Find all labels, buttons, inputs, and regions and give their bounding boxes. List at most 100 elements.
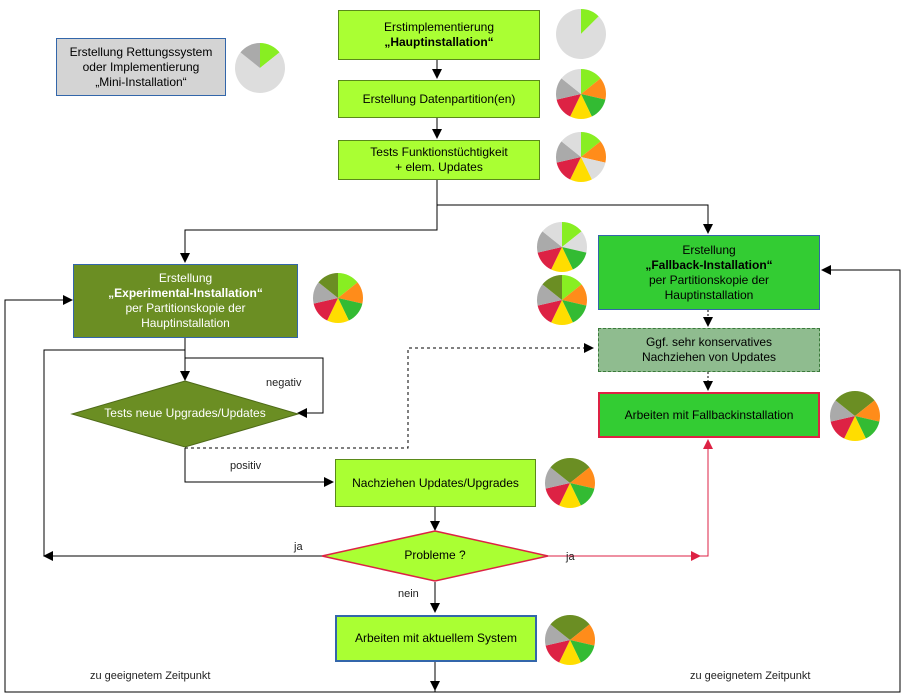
pie-slice	[562, 300, 587, 323]
pie-slice	[562, 275, 582, 300]
work-fallback-line1: Arbeiten mit Fallbackinstallation	[624, 407, 794, 422]
box-fallback: Erstellung „Fallback-Installation“ per P…	[598, 235, 820, 310]
pie-slice	[338, 273, 358, 298]
pie-slice	[537, 247, 562, 270]
pie-slice	[581, 157, 606, 180]
pie-slice	[551, 247, 573, 272]
pie-slice	[581, 132, 601, 157]
pie-slice	[581, 141, 606, 163]
progress-pie-icon	[830, 391, 880, 441]
rescue-line2: oder Implementierung	[82, 59, 200, 74]
progress-pie-icon	[556, 132, 606, 182]
pie-slice	[260, 43, 280, 68]
fallback-line2: „Fallback-Installation“	[645, 257, 773, 272]
pie-slice	[561, 69, 581, 94]
pie-slice	[581, 78, 606, 100]
pie-slice	[835, 391, 855, 416]
fallback-line1: Erstellung	[682, 242, 736, 257]
experimental-line1: Erstellung	[158, 271, 213, 285]
pie-slice	[545, 640, 570, 663]
pie-slice	[542, 222, 562, 247]
pie-slice	[581, 69, 601, 94]
fallback-line3: per Partitionskopie der	[648, 272, 770, 287]
progress-pie-icon	[556, 9, 606, 59]
box-experimental: Erstellung „Experimental-Installation“ p…	[73, 264, 298, 338]
pie-slice	[537, 231, 562, 253]
label-positiv: positiv	[230, 460, 262, 472]
conservative-line2: Nachziehen von Updates	[641, 350, 777, 364]
progress-pie-icon	[537, 222, 587, 272]
pie-slice	[556, 94, 581, 117]
arrow-dotted-to-conservative	[185, 343, 594, 449]
pie-slice	[561, 132, 581, 157]
pie-slice	[556, 141, 581, 163]
arrow-tests-split	[436, 180, 713, 234]
tests-function-line1: Tests Funktionstüchtigkeit	[370, 145, 508, 159]
box-work-current: Arbeiten mit aktuellem System	[335, 615, 537, 662]
label-nein: nein	[398, 588, 419, 600]
pie-slice	[570, 615, 590, 640]
pie-slice	[556, 157, 581, 180]
pie-slice	[545, 483, 570, 506]
progress-pie-icon	[313, 273, 363, 324]
fallback-line4: Hauptinstallation	[664, 287, 754, 302]
pie-slice	[537, 284, 562, 306]
experimental-line2: „Experimental-Installation“	[108, 286, 263, 300]
pie-slice	[570, 624, 595, 646]
pie-slice	[338, 282, 363, 304]
pull-updates-line1: Nachziehen Updates/Upgrades	[352, 475, 519, 490]
diamond-tests-new-label: Tests neue Upgrades/Updates	[104, 406, 266, 420]
pie-slice	[570, 458, 590, 483]
pie-slice	[830, 400, 855, 422]
box-rescue: Erstellung Rettungssystem oder Implement…	[56, 38, 226, 96]
label-time-left: zu geeignetem Zeitpunkt	[90, 670, 211, 682]
box-work-fallback: Arbeiten mit Fallbackinstallation	[598, 392, 820, 438]
pie-slice	[556, 78, 581, 100]
pie-slice	[570, 157, 592, 182]
diamond-problems	[321, 530, 549, 582]
pie-slice	[327, 298, 349, 324]
pie-slice	[545, 467, 570, 489]
pie-slice	[545, 624, 570, 646]
progress-pie-icon	[545, 615, 595, 665]
first-impl-line1: Erstimplementierung	[383, 20, 495, 34]
diamond-problems-label: Probleme ?	[404, 548, 466, 562]
conservative-line1: Ggf. sehr konservatives	[645, 335, 773, 349]
pie-slice	[559, 640, 581, 665]
pie-slice	[570, 640, 595, 663]
pie-slice	[570, 467, 595, 489]
pie-slice	[855, 400, 880, 422]
data-partition-line1: Erstellung Datenpartition(en)	[362, 91, 516, 106]
arrow-outer-right	[435, 265, 901, 693]
arrow-tests-to-experimental	[180, 205, 438, 263]
pie-slice	[562, 247, 587, 270]
pie-slice	[550, 458, 570, 483]
pie-slice	[562, 231, 587, 253]
arrow-positiv	[184, 448, 334, 487]
tests-function-line2: + elem. Updates	[395, 160, 483, 174]
pie-slice	[556, 9, 606, 59]
rescue-line1: Erstellung Rettungssystem	[69, 44, 213, 59]
pie-slice	[562, 284, 587, 306]
pie-slice	[559, 483, 581, 508]
pie-slice	[830, 416, 855, 439]
label-time-right: zu geeignetem Zeitpunkt	[690, 670, 811, 682]
pie-slice	[318, 273, 338, 298]
box-pull-updates: Nachziehen Updates/Upgrades	[335, 459, 536, 507]
label-ja-left: ja	[294, 541, 303, 553]
progress-pie-icon	[545, 458, 595, 508]
arrow-negativ-loop	[185, 357, 324, 418]
pie-slice	[581, 94, 606, 117]
diamond-tests-new	[70, 380, 300, 448]
pie-slice	[313, 298, 338, 321]
pie-slice	[551, 300, 573, 325]
pie-slice	[570, 94, 592, 119]
pie-slice	[537, 300, 562, 323]
pie-slice	[542, 275, 562, 300]
pie-slice	[234, 52, 285, 94]
first-impl-line2: „Hauptinstallation“	[384, 35, 494, 49]
pie-slice	[844, 416, 866, 441]
box-conservative: Ggf. sehr konservatives Nachziehen von U…	[598, 328, 820, 372]
progress-pie-icon	[234, 43, 285, 94]
pie-slice	[550, 615, 570, 640]
